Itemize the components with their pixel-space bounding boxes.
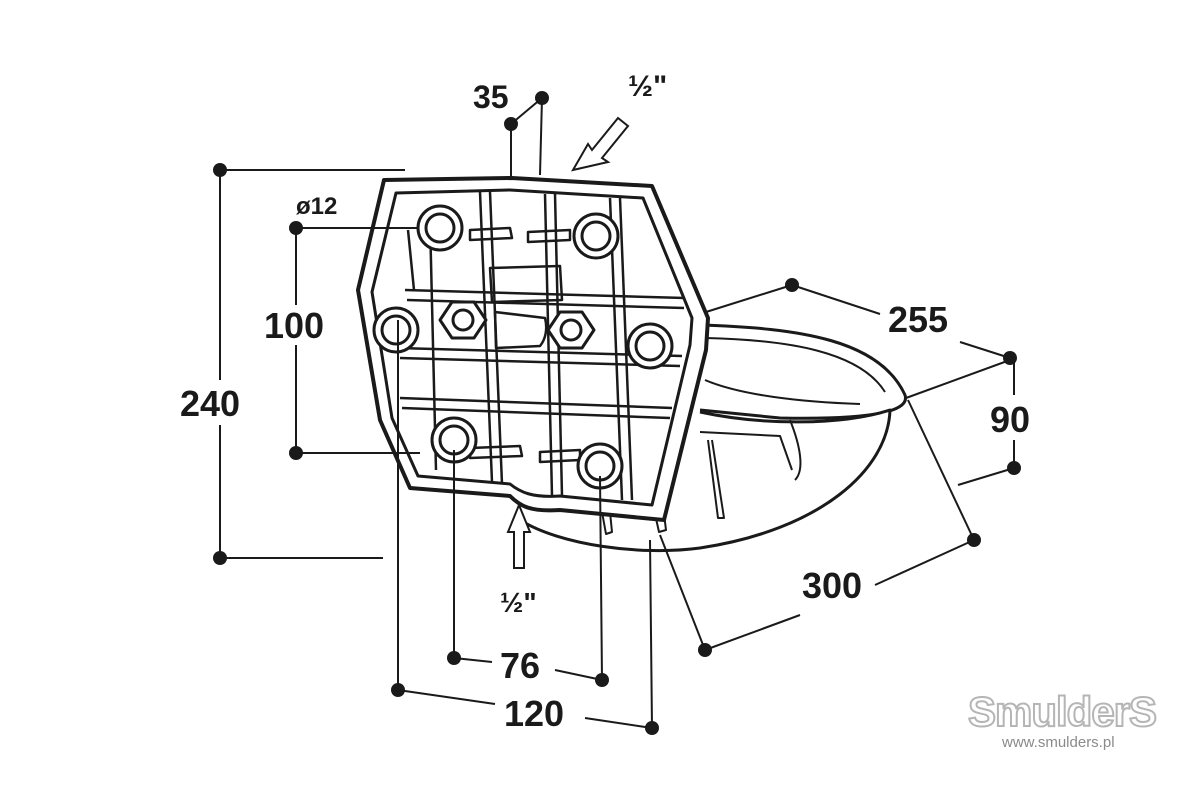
- label-thread-top: ½": [628, 70, 667, 103]
- label-255: 255: [888, 299, 948, 340]
- label-90: 90: [990, 399, 1030, 440]
- thread-arrow-top: [570, 116, 630, 172]
- brand-wordmark: SmulderS: [967, 688, 1158, 735]
- mounting-plate: [356, 176, 710, 522]
- label-240: 240: [180, 383, 240, 424]
- label-120: 120: [504, 693, 564, 734]
- label-35: 35: [473, 79, 509, 115]
- label-100: 100: [264, 305, 324, 346]
- label-300: 300: [802, 565, 862, 606]
- thread-arrow-bottom: [506, 502, 532, 569]
- dimension-dots: [213, 91, 1021, 735]
- dimension-lines: [219, 97, 1015, 729]
- label-76: 76: [500, 645, 540, 686]
- brand-url: www.smulders.pl: [1002, 734, 1115, 751]
- smulders-logo: SmulderS www.smulders.pl: [967, 688, 1168, 752]
- label-thread-bottom: ½": [500, 587, 537, 618]
- label-hole-diameter: ø12: [296, 193, 337, 220]
